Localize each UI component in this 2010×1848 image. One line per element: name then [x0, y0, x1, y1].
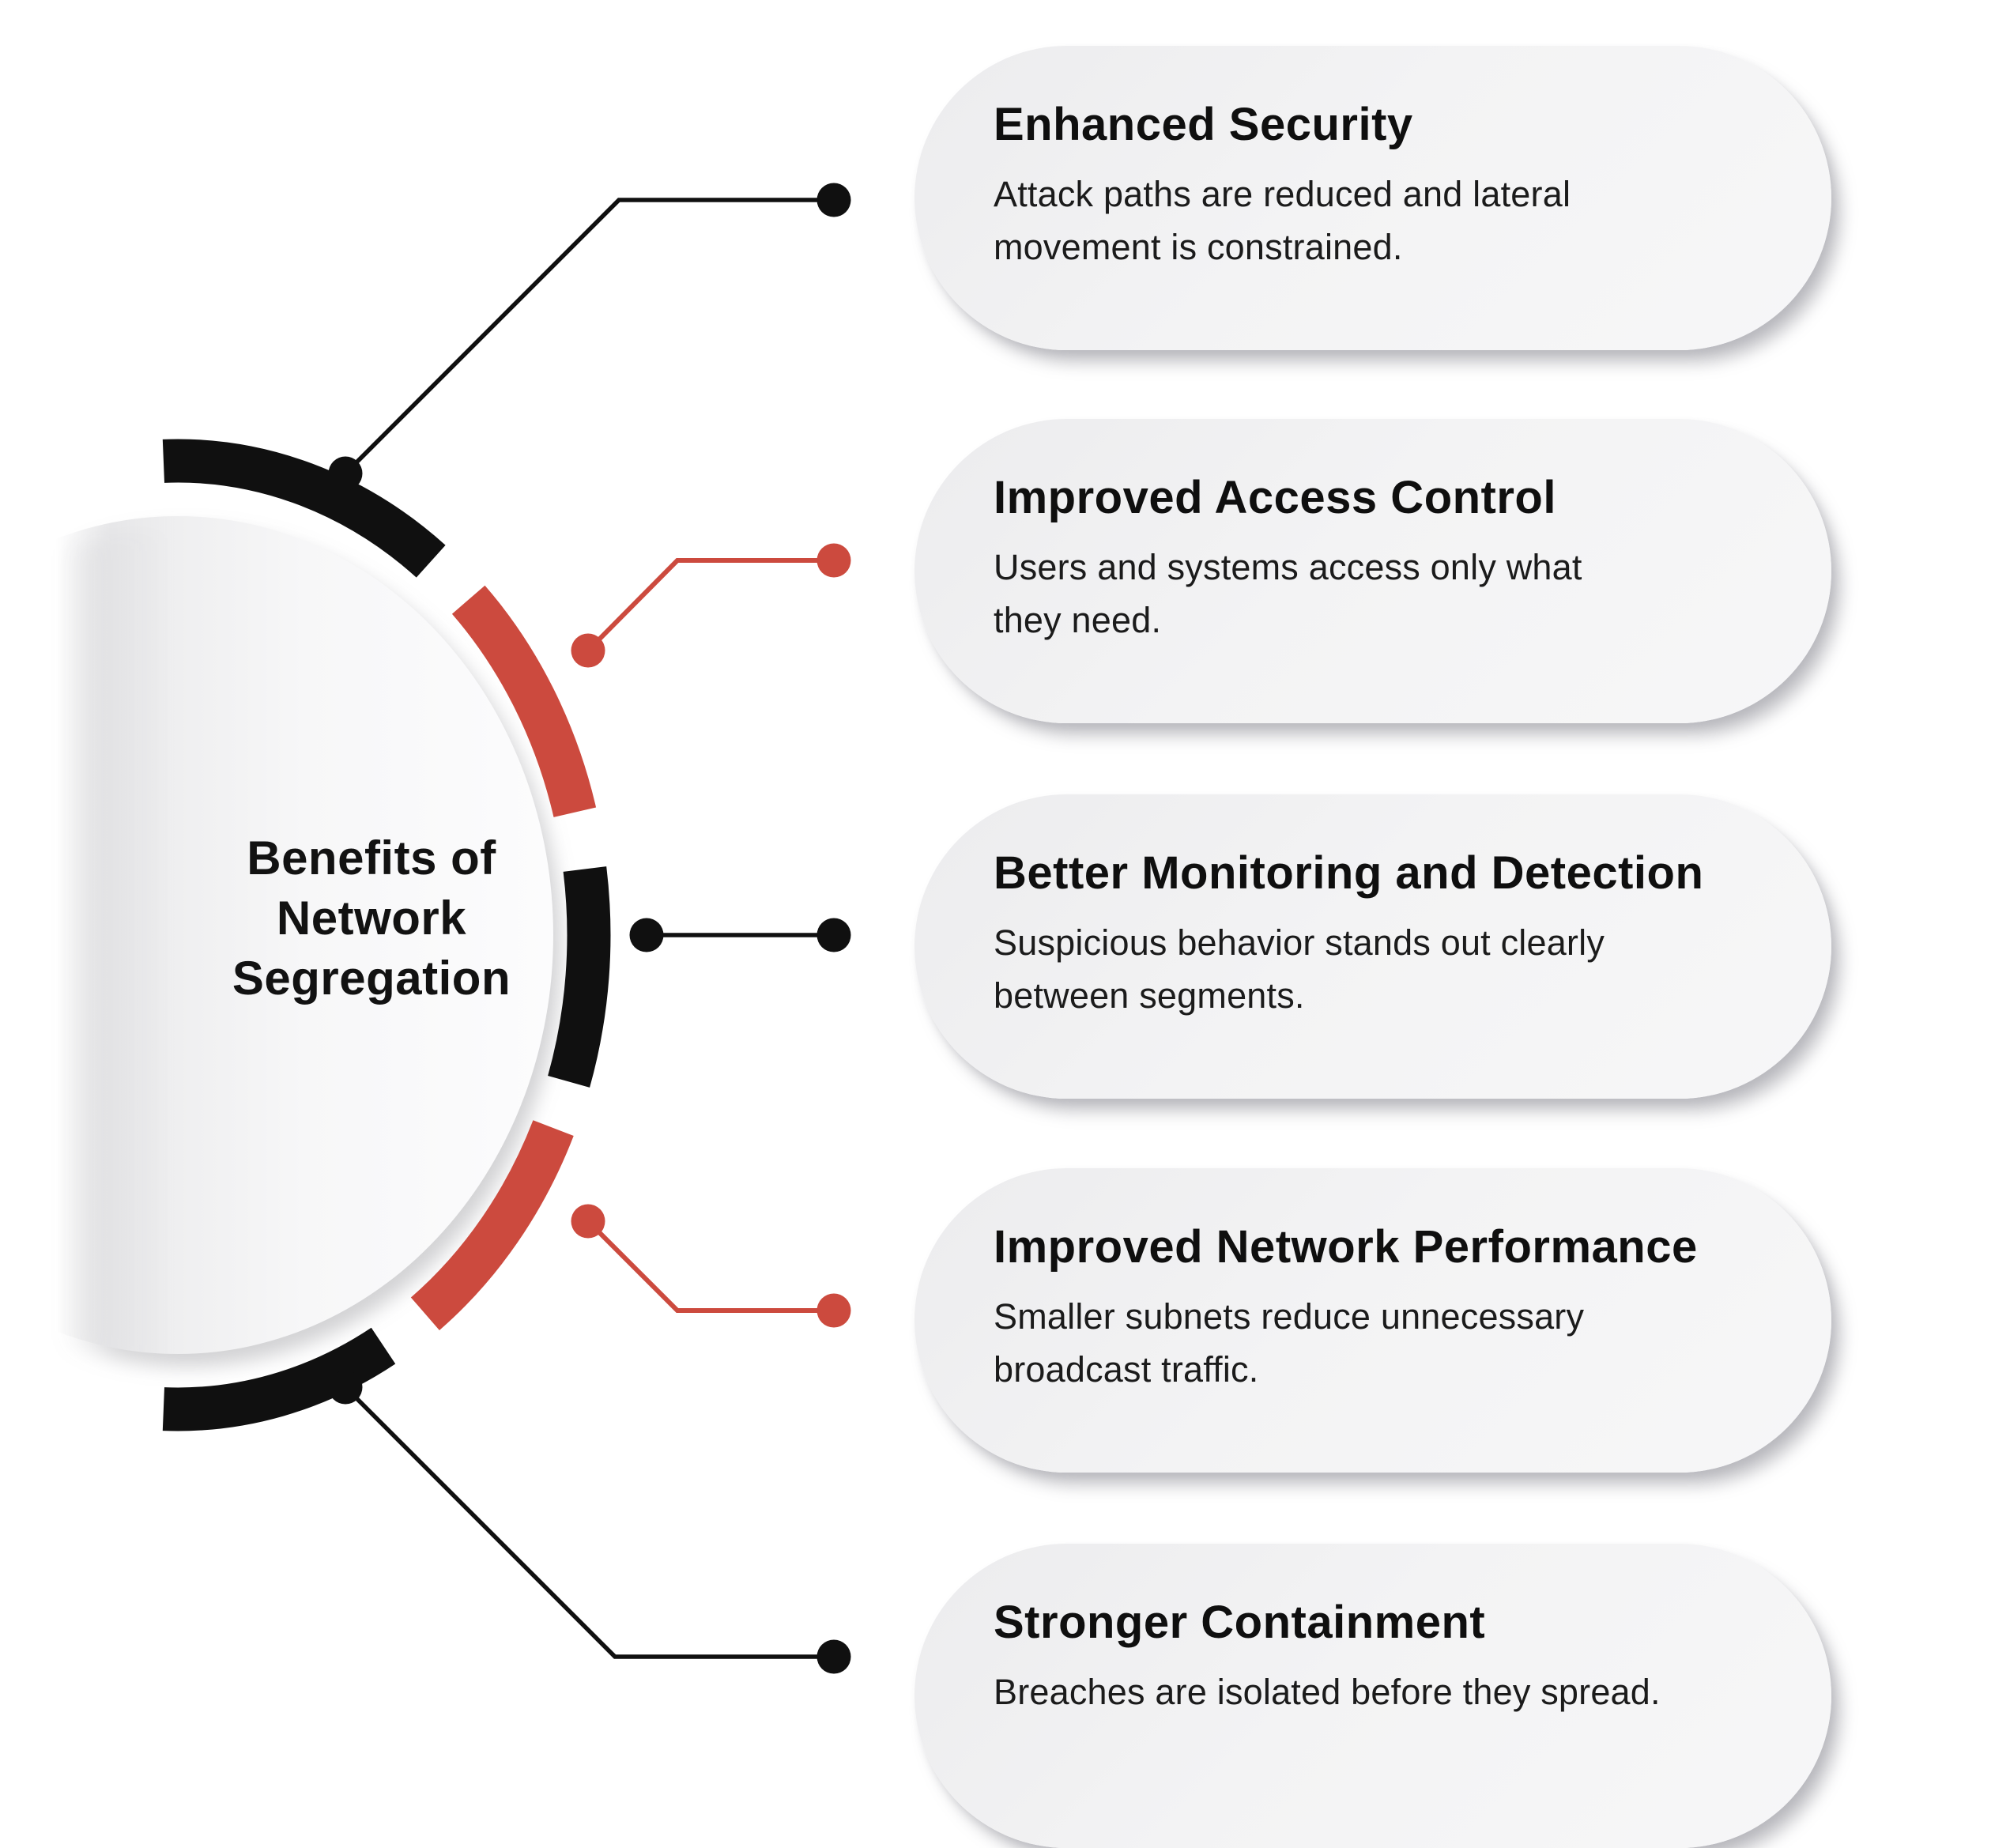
card-title: Better Monitoring and Detection	[994, 847, 1704, 899]
card-body: Users and systems access only what they …	[994, 541, 1768, 647]
connector-4-outer-dot	[816, 1293, 851, 1328]
connector-4-line	[586, 1219, 834, 1313]
center-title-line-1: Benefits of	[247, 832, 496, 884]
connector-5-line	[344, 1386, 834, 1659]
card-better-monitoring-and-detection: Better Monitoring and Detection Suspicio…	[914, 794, 1831, 1099]
card-title: Improved Network Performance	[994, 1221, 1698, 1273]
arc-segment-3	[548, 866, 611, 1088]
connector-5-inner-dot	[328, 1370, 363, 1405]
card-body-line: broadcast traffic.	[994, 1349, 1259, 1390]
card-body-line: Breaches are isolated before they spread…	[994, 1672, 1661, 1712]
card-title: Improved Access Control	[994, 472, 1556, 523]
connector-3-outer-dot	[816, 918, 851, 952]
card-body-line: Attack paths are reduced and lateral	[994, 174, 1571, 214]
card-improved-access-control: Improved Access Control Users and system…	[914, 419, 1831, 723]
connector-1-line	[344, 198, 834, 475]
arc-segment-2	[451, 585, 597, 818]
card-enhanced-security: Enhanced Security Attack paths are reduc…	[914, 46, 1831, 350]
card-body: Attack paths are reduced and lateral mov…	[994, 168, 1768, 273]
connector-2-outer-dot	[816, 543, 851, 578]
connector-3-inner-dot	[629, 918, 664, 952]
connector-5-outer-dot	[816, 1639, 851, 1674]
connector-4-inner-dot	[571, 1204, 605, 1239]
connector-1-inner-dot	[328, 456, 363, 491]
card-body: Breaches are isolated before they spread…	[994, 1665, 1768, 1718]
card-body: Smaller subnets reduce unnecessary broad…	[994, 1290, 1768, 1396]
center-title-line-3: Segregation	[232, 952, 511, 1005]
card-body: Suspicious behavior stands out clearly b…	[994, 916, 1768, 1022]
connector-1-outer-dot	[816, 183, 851, 217]
card-body-line: between segments.	[994, 975, 1305, 1016]
card-body-line: Suspicious behavior stands out clearly	[994, 922, 1605, 963]
card-improved-network-performance: Improved Network Performance Smaller sub…	[914, 1168, 1831, 1473]
card-stronger-containment: Stronger Containment Breaches are isolat…	[914, 1544, 1831, 1848]
connector-2-inner-dot	[571, 633, 605, 668]
arc-segment-1	[162, 439, 446, 578]
center-title-line-2: Network	[276, 892, 467, 945]
card-body-line: Smaller subnets reduce unnecessary	[994, 1296, 1585, 1337]
center-title: Benefits of Network Segregation	[134, 828, 609, 1009]
card-body-line: they need.	[994, 600, 1162, 640]
arc-segment-5	[162, 1327, 396, 1431]
center-circle	[0, 516, 553, 1354]
card-body-line: Users and systems access only what	[994, 547, 1582, 587]
card-title: Enhanced Security	[994, 99, 1413, 150]
connector-2-line	[586, 558, 834, 653]
card-body-line: movement is constrained.	[994, 227, 1403, 267]
arc-segment-4	[410, 1120, 574, 1330]
card-title: Stronger Containment	[994, 1597, 1486, 1648]
